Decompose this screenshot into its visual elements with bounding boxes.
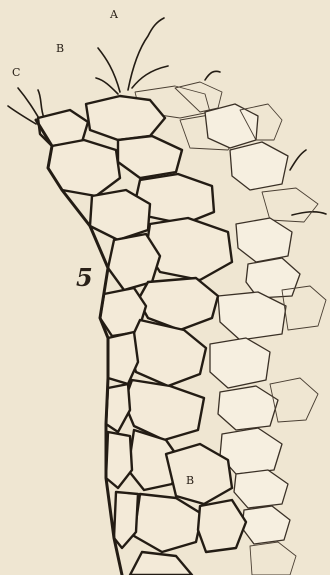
label-b: B bbox=[56, 42, 64, 55]
label-c: C bbox=[12, 66, 20, 79]
figure-number: 5 bbox=[76, 263, 93, 292]
label-cell-b: B bbox=[186, 474, 194, 487]
label-a: A bbox=[109, 8, 119, 21]
